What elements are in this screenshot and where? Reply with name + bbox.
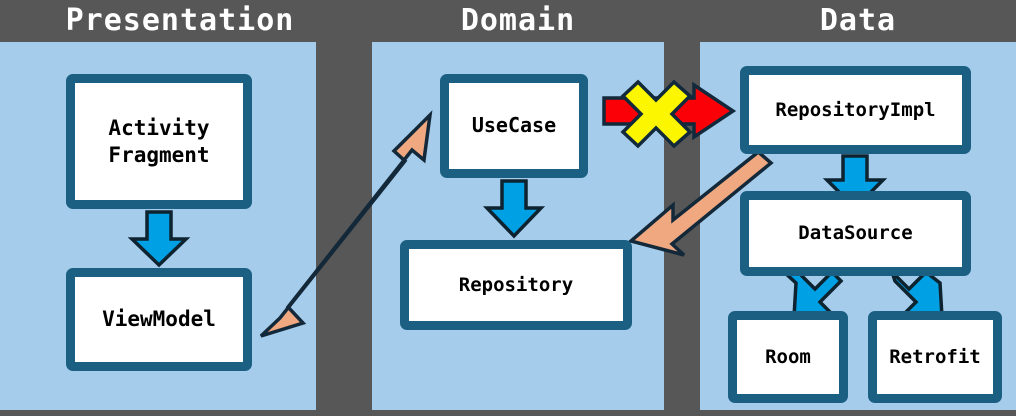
layer-title-domain: Domain (460, 3, 576, 38)
node-viewmodel-label: ViewModel (102, 307, 216, 332)
node-repository-impl-label: RepositoryImpl (775, 98, 936, 121)
node-retrofit-label: Retrofit (889, 345, 981, 368)
node-activity-fragment[interactable]: Activity Fragment (66, 74, 252, 209)
node-repository-label: Repository (458, 273, 574, 296)
node-repository[interactable]: Repository (400, 240, 632, 330)
node-activity-fragment-label: Activity Fragment (108, 115, 210, 167)
node-viewmodel[interactable]: ViewModel (66, 268, 252, 371)
layer-title-data: Data (819, 3, 897, 38)
node-usecase-label: UseCase (471, 113, 557, 138)
layer-title-presentation: Presentation (65, 3, 295, 38)
node-repository-impl[interactable]: RepositoryImpl (740, 66, 971, 154)
node-room[interactable]: Room (728, 311, 848, 403)
node-datasource[interactable]: DataSource (740, 191, 971, 276)
node-usecase[interactable]: UseCase (440, 74, 588, 178)
node-retrofit[interactable]: Retrofit (868, 311, 1002, 403)
node-room-label: Room (765, 345, 811, 368)
node-datasource-label: DataSource (798, 222, 913, 245)
